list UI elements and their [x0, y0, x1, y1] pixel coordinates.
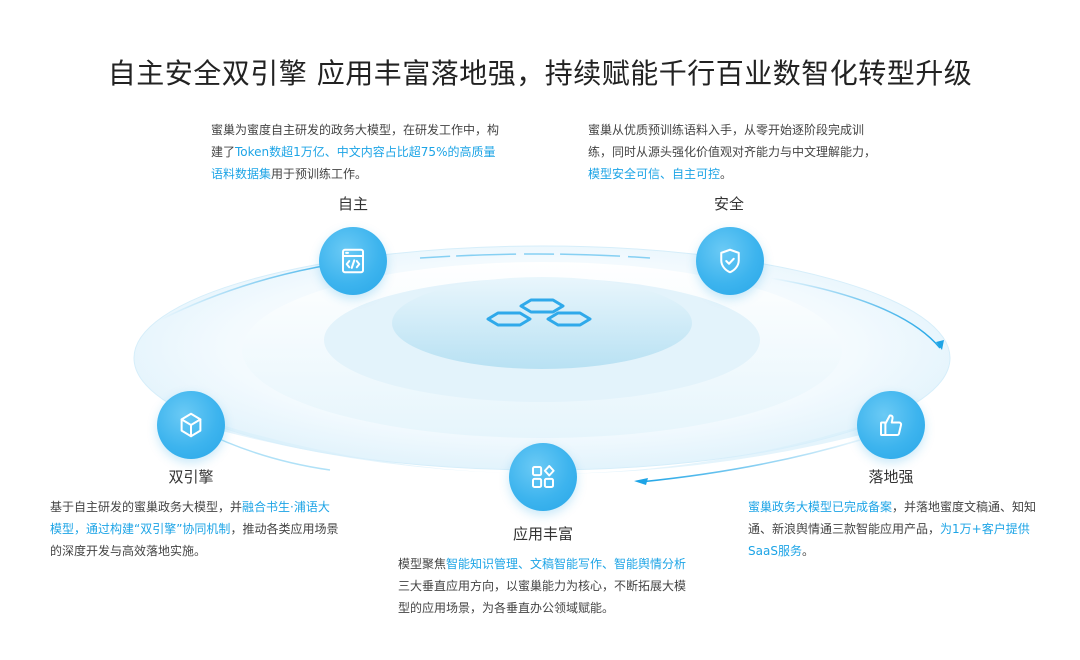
arc-right	[769, 277, 941, 349]
dual-engine-description: 基于自主研发的蜜巢政务大模型，并融合书生·浦语大模型，通过构建“双引擎”协同机制…	[50, 500, 339, 558]
outer-ring	[134, 246, 950, 470]
landing-node	[857, 391, 925, 459]
rich-apps-description: 模型聚焦智能知识管理、文稿智能写作、智能舆情分析三大垂直应用方向，以蜜巢能力为核…	[398, 557, 687, 615]
dual-engine-label: 双引擎	[168, 468, 214, 486]
security-description: 蜜巢从优质预训练语料入手，从零开始逐阶段完成训练，同时从源头强化价值观对齐能力与…	[588, 123, 877, 181]
inner-ring	[324, 278, 760, 402]
hexagon-cluster-icon	[486, 298, 592, 327]
landing-label: 落地强	[868, 468, 914, 486]
autonomy-label: 自主	[337, 195, 368, 213]
core-ring	[392, 277, 692, 369]
shield-check-icon	[720, 248, 740, 274]
autonomy-description: 蜜巢为蜜度自主研发的政务大模型，在研发工作中，构建了Token数超1万亿、中文内…	[211, 123, 500, 181]
apps-grid-icon	[532, 465, 555, 488]
arc-bottom	[639, 439, 861, 483]
security-node	[696, 227, 764, 295]
dual-engine-node	[157, 391, 225, 459]
code-window-icon	[342, 248, 364, 274]
autonomy-node	[319, 227, 387, 295]
cube-icon	[180, 412, 202, 438]
security-label: 安全	[713, 195, 744, 213]
thumbs-up-icon	[880, 414, 903, 436]
page-title: 自主安全双引擎 应用丰富落地强，持续赋能千行百业数智化转型升级	[107, 57, 973, 90]
rich-apps-label: 应用丰富	[512, 525, 573, 543]
landing-description: 蜜巢政务大模型已完成备案，并落地蜜度文稿通、知知通、新浪舆情通三款智能应用产品，…	[748, 500, 1037, 558]
rich-apps-node	[509, 443, 577, 511]
